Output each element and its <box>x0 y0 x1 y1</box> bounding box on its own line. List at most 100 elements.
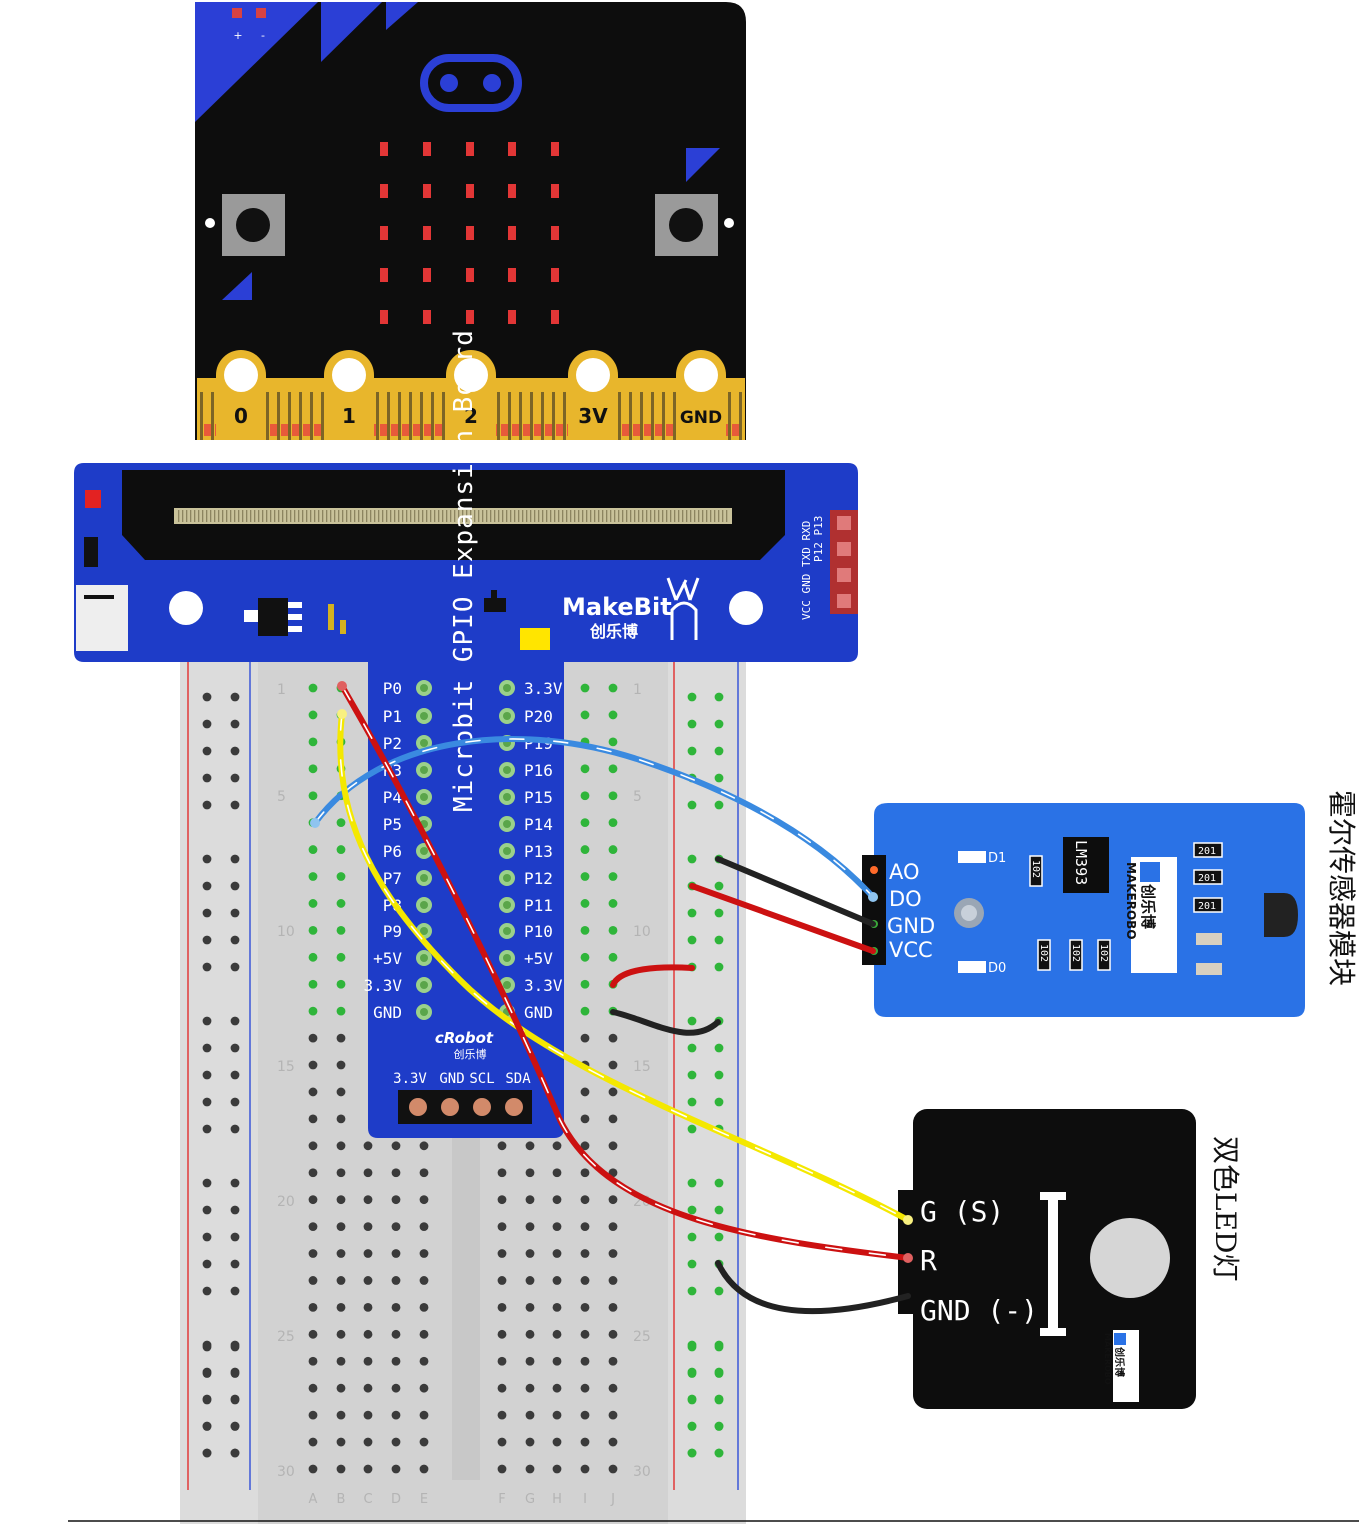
rail-hole[interactable] <box>202 1448 212 1458</box>
breadboard-hole[interactable] <box>608 710 618 720</box>
breadboard-hole[interactable] <box>552 1464 562 1474</box>
rail-hole[interactable] <box>687 1124 697 1134</box>
breadboard-hole[interactable] <box>552 1276 562 1285</box>
breadboard-hole[interactable] <box>363 1222 373 1231</box>
rail-hole[interactable] <box>714 1369 724 1378</box>
rail-hole[interactable] <box>230 1286 240 1296</box>
breadboard-hole[interactable] <box>336 1033 346 1043</box>
breadboard-hole[interactable] <box>525 1168 535 1178</box>
breadboard-hole[interactable] <box>608 845 618 854</box>
breadboard-hole[interactable] <box>580 1141 590 1151</box>
breadboard-hole[interactable] <box>525 1222 535 1231</box>
breadboard-hole[interactable] <box>608 1302 618 1312</box>
breadboard-hole[interactable] <box>525 1276 535 1285</box>
rail-hole[interactable] <box>687 1016 697 1026</box>
breadboard-hole[interactable] <box>552 1249 562 1258</box>
breadboard-hole[interactable] <box>552 1356 562 1366</box>
breadboard-hole[interactable] <box>336 1006 346 1016</box>
breadboard-hole[interactable] <box>608 952 618 962</box>
breadboard-hole[interactable] <box>308 1302 318 1312</box>
rail-hole[interactable] <box>202 1259 212 1269</box>
rail-hole[interactable] <box>714 881 724 891</box>
breadboard-hole[interactable] <box>308 1195 318 1205</box>
rail-hole[interactable] <box>230 908 240 918</box>
rail-hole[interactable] <box>230 746 240 756</box>
rail-hole[interactable] <box>687 1178 697 1188</box>
breadboard-hole[interactable] <box>497 1168 507 1178</box>
breadboard-hole[interactable] <box>608 1060 618 1070</box>
breadboard-hole[interactable] <box>308 899 318 908</box>
rail-hole[interactable] <box>230 692 240 702</box>
breadboard-hole[interactable] <box>580 1302 590 1312</box>
breadboard-hole[interactable] <box>308 1006 318 1016</box>
breadboard-hole[interactable] <box>336 1464 346 1474</box>
rail-hole[interactable] <box>230 1448 240 1458</box>
rail-hole[interactable] <box>230 854 240 864</box>
rail-hole[interactable] <box>230 935 240 945</box>
breadboard-hole[interactable] <box>608 872 618 881</box>
rail-hole[interactable] <box>230 962 240 972</box>
rail-hole[interactable] <box>714 1232 724 1242</box>
breadboard-hole[interactable] <box>497 1276 507 1285</box>
breadboard-hole[interactable] <box>419 1276 429 1285</box>
breadboard-hole[interactable] <box>552 1168 562 1178</box>
rail-hole[interactable] <box>202 719 212 729</box>
breadboard-hole[interactable] <box>419 1437 429 1447</box>
breadboard-hole[interactable] <box>363 1356 373 1366</box>
breadboard-hole[interactable] <box>580 1249 590 1258</box>
breadboard-hole[interactable] <box>336 1087 346 1097</box>
breadboard-hole[interactable] <box>580 1437 590 1447</box>
breadboard-hole[interactable] <box>608 1329 618 1339</box>
breadboard-hole[interactable] <box>580 710 590 720</box>
breadboard-hole[interactable] <box>552 1329 562 1339</box>
breadboard-hole[interactable] <box>552 1437 562 1447</box>
rail-hole[interactable] <box>687 1043 697 1053</box>
breadboard-hole[interactable] <box>336 1383 346 1393</box>
rail-hole[interactable] <box>230 1070 240 1080</box>
breadboard-hole[interactable] <box>552 1195 562 1205</box>
breadboard-hole[interactable] <box>308 1329 318 1339</box>
rail-hole[interactable] <box>202 1070 212 1080</box>
rail-hole[interactable] <box>230 719 240 729</box>
breadboard-hole[interactable] <box>608 1249 618 1258</box>
rail-hole[interactable] <box>202 962 212 972</box>
breadboard-hole[interactable] <box>552 1383 562 1393</box>
breadboard-hole[interactable] <box>308 1114 318 1124</box>
rail-hole[interactable] <box>230 1178 240 1188</box>
breadboard-hole[interactable] <box>580 1410 590 1420</box>
breadboard-hole[interactable] <box>525 1410 535 1420</box>
rail-hole[interactable] <box>714 773 724 783</box>
rail-hole[interactable] <box>230 1124 240 1134</box>
breadboard-hole[interactable] <box>525 1329 535 1339</box>
breadboard-hole[interactable] <box>336 1195 346 1205</box>
breadboard-hole[interactable] <box>336 1114 346 1124</box>
rail-hole[interactable] <box>202 1124 212 1134</box>
rail-hole[interactable] <box>687 1448 697 1458</box>
rail-hole[interactable] <box>202 1232 212 1242</box>
rail-hole[interactable] <box>714 1395 724 1405</box>
breadboard-hole[interactable] <box>391 1437 401 1447</box>
rail-hole[interactable] <box>230 773 240 783</box>
breadboard-hole[interactable] <box>419 1222 429 1231</box>
breadboard-hole[interactable] <box>580 1195 590 1205</box>
breadboard-hole[interactable] <box>391 1410 401 1420</box>
breadboard-hole[interactable] <box>497 1249 507 1258</box>
rail-hole[interactable] <box>202 773 212 783</box>
breadboard-hole[interactable] <box>391 1356 401 1366</box>
breadboard-hole[interactable] <box>419 1410 429 1420</box>
rail-hole[interactable] <box>202 881 212 891</box>
rail-hole[interactable] <box>230 1043 240 1053</box>
breadboard-hole[interactable] <box>419 1141 429 1151</box>
breadboard-hole[interactable] <box>497 1222 507 1231</box>
breadboard-hole[interactable] <box>336 1141 346 1151</box>
breadboard-hole[interactable] <box>608 899 618 908</box>
breadboard-hole[interactable] <box>308 1383 318 1393</box>
rail-hole[interactable] <box>230 1422 240 1431</box>
rail-hole[interactable] <box>202 800 212 810</box>
breadboard-hole[interactable] <box>308 1033 318 1043</box>
breadboard-hole[interactable] <box>525 1249 535 1258</box>
rail-hole[interactable] <box>687 854 697 864</box>
breadboard-hole[interactable] <box>419 1356 429 1366</box>
rail-hole[interactable] <box>230 1259 240 1269</box>
breadboard-hole[interactable] <box>497 1410 507 1420</box>
